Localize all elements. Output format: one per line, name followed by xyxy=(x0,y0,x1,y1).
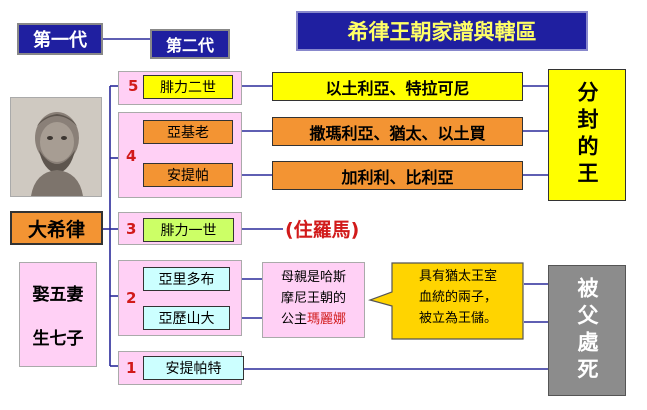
branch-number-5: 5 xyxy=(128,77,139,95)
branch-number-4: 4 xyxy=(126,147,137,165)
son-philip-ii: 腓力二世 xyxy=(143,75,233,99)
branch-number-3: 3 xyxy=(126,220,137,238)
gen1-label: 第一代 xyxy=(17,23,103,55)
wives-box: 娶五妻 生七子 xyxy=(19,262,97,367)
territory-samaria-judea-idumea: 撒瑪利亞、猶太、以土買 xyxy=(272,117,523,146)
gen2-label: 第二代 xyxy=(150,29,230,59)
rome-note: (住羅馬) xyxy=(285,219,360,241)
heir-note-callout-shape xyxy=(368,262,524,340)
son-aristobulus: 亞里多布 xyxy=(143,267,230,291)
herod-portrait xyxy=(10,97,102,197)
son-antipas: 安提帕 xyxy=(143,163,233,187)
outcome-executed-by-father: 被父處死 xyxy=(548,265,626,396)
territory-idumea-trachonitis: 以土利亞、特拉可尼 xyxy=(272,72,523,101)
mariamne-name: 瑪麗娜 xyxy=(307,312,347,327)
outcome-assigned-kings: 分封的王 xyxy=(548,69,626,201)
son-antipater: 安提帕特 xyxy=(143,356,244,380)
branch-number-2: 2 xyxy=(126,289,137,307)
portrait-bust-icon xyxy=(11,98,101,196)
children-text: 生七子 xyxy=(32,328,84,349)
branch-number-1: 1 xyxy=(126,359,137,377)
founder-box: 大希律 xyxy=(10,211,103,245)
mother-note-box: 母親是哈斯 摩尼王朝的 公主瑪麗娜 xyxy=(262,262,365,338)
page-title: 希律王朝家譜與轄區 xyxy=(296,11,588,51)
son-archelaus: 亞基老 xyxy=(143,120,233,144)
son-alexander: 亞歷山大 xyxy=(143,306,230,330)
son-philip-i: 腓力一世 xyxy=(143,218,234,242)
wives-text: 娶五妻 xyxy=(32,285,84,306)
heir-note-text: 具有猶太王室 血統的兩子， 被立為王儲。 xyxy=(418,269,497,326)
territory-galilee-perea: 加利利、比利亞 xyxy=(272,161,523,190)
